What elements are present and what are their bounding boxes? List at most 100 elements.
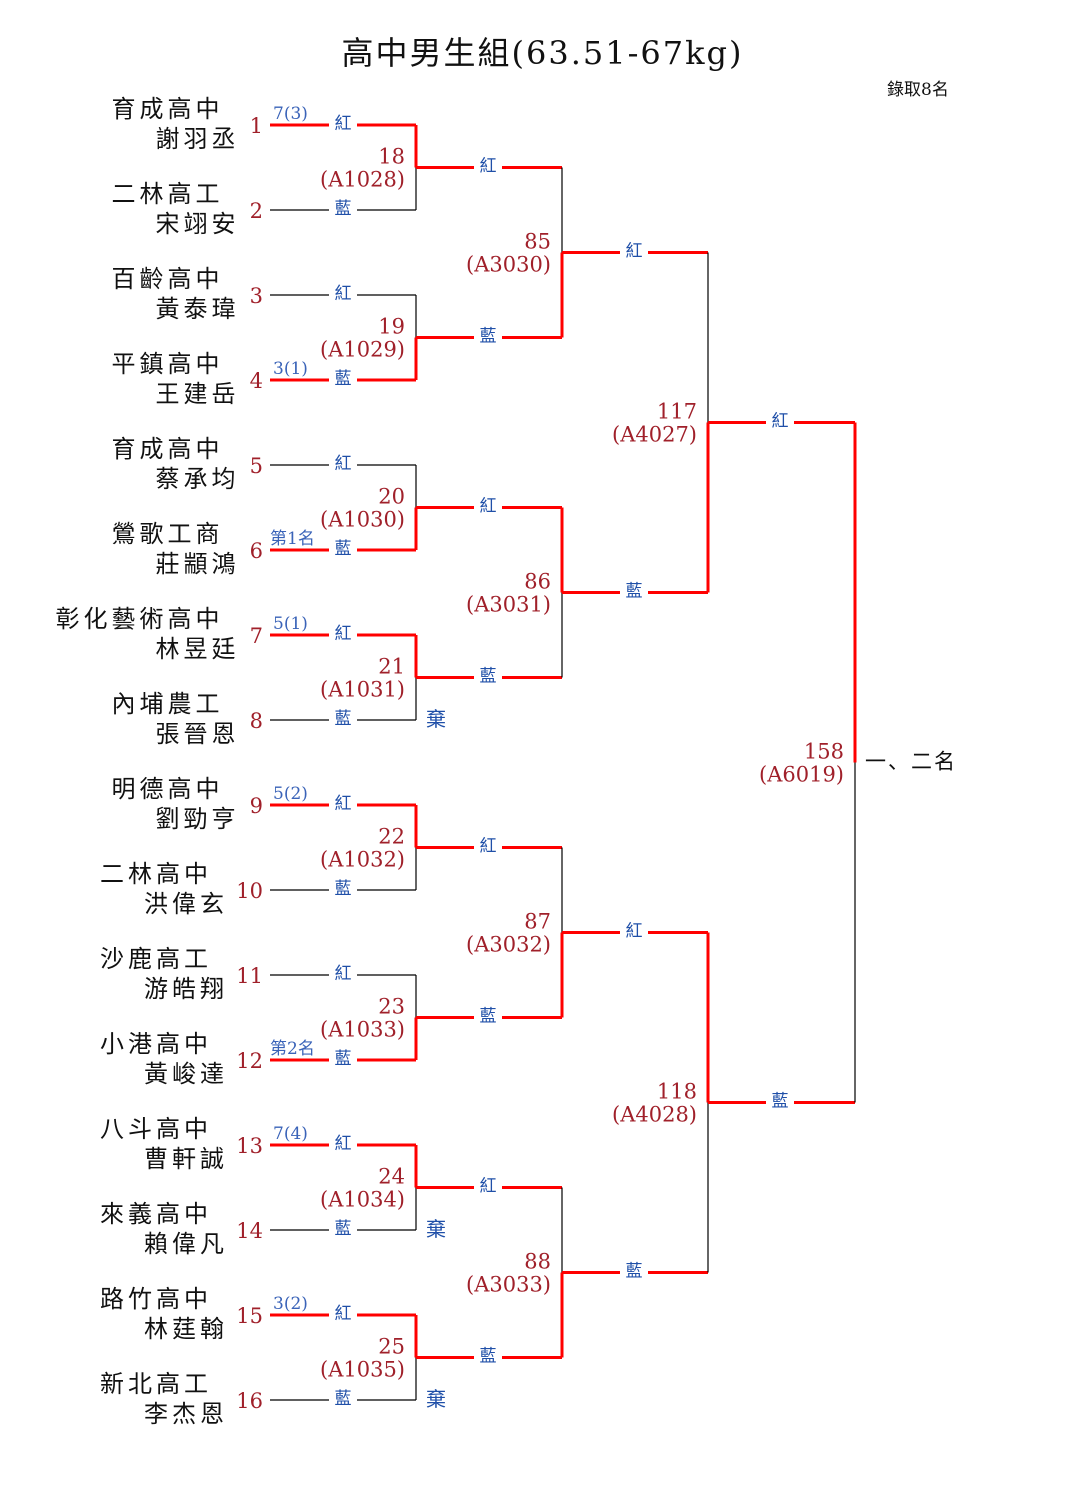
score-label: 3(1) xyxy=(273,359,308,379)
red-corner-label-bg xyxy=(329,452,357,474)
player-name: 曹軒誠 xyxy=(144,1145,228,1173)
seed-number: 6 xyxy=(250,539,263,563)
match-number: 25 xyxy=(378,1335,405,1359)
red-corner-label-bg xyxy=(474,154,502,177)
player-name: 謝羽丞 xyxy=(156,125,240,153)
seed-number: 2 xyxy=(250,199,263,223)
seed-number: 4 xyxy=(250,369,263,393)
player-school: 內埔農工 xyxy=(112,690,224,718)
blue-corner-label: 藍 xyxy=(335,539,352,559)
match-code: (A3033) xyxy=(466,1273,551,1297)
red-corner-label-bg xyxy=(620,239,648,262)
blue-corner-label-bg xyxy=(329,537,357,559)
blue-corner-label: 藍 xyxy=(626,582,643,602)
blue-corner-label: 藍 xyxy=(335,1049,352,1069)
blue-corner-label: 藍 xyxy=(480,1007,497,1027)
red-corner-label: 紅 xyxy=(335,114,352,134)
player-name: 王建岳 xyxy=(156,380,240,408)
blue-corner-label-bg xyxy=(474,1004,502,1027)
red-corner-label: 紅 xyxy=(480,497,497,517)
blue-corner-label: 藍 xyxy=(335,1219,352,1239)
player-school: 平鎮高中 xyxy=(112,350,224,378)
score-label: 第2名 xyxy=(270,1039,315,1059)
seed-number: 1 xyxy=(250,114,263,138)
player-school: 沙鹿高工 xyxy=(100,945,212,973)
seed-number: 10 xyxy=(236,879,263,903)
bracket-title: 高中男生組(63.51-67kg) xyxy=(341,34,744,72)
match-number: 18 xyxy=(378,145,405,169)
match-code: (A1030) xyxy=(320,508,405,532)
forfeit-label: 棄 xyxy=(426,707,446,731)
blue-corner-label-bg xyxy=(329,1387,357,1409)
red-corner-label-bg xyxy=(766,409,794,432)
match-code: (A3032) xyxy=(466,933,551,957)
seed-number: 8 xyxy=(250,709,263,733)
score-label: 第1名 xyxy=(270,529,315,549)
blue-corner-label: 藍 xyxy=(335,369,352,389)
player-school: 育成高中 xyxy=(112,435,224,463)
player-school: 二林高中 xyxy=(100,860,212,888)
blue-corner-label-bg xyxy=(474,1344,502,1367)
match-number: 87 xyxy=(524,910,551,934)
blue-corner-label-bg xyxy=(329,197,357,219)
red-corner-label-bg xyxy=(329,962,357,984)
red-corner-label: 紅 xyxy=(480,157,497,177)
score-label: 7(4) xyxy=(273,1124,308,1144)
red-corner-label: 紅 xyxy=(626,922,643,942)
match-code: (A3030) xyxy=(466,253,551,277)
match-code: (A1029) xyxy=(320,338,405,362)
player-school: 八斗高中 xyxy=(100,1115,212,1143)
player-name: 李杰恩 xyxy=(144,1400,228,1428)
seed-number: 13 xyxy=(236,1134,263,1158)
red-corner-label-bg xyxy=(329,622,357,644)
match-number: 117 xyxy=(657,400,697,424)
red-corner-label: 紅 xyxy=(626,242,643,262)
blue-corner-label: 藍 xyxy=(480,327,497,347)
seed-number: 5 xyxy=(250,454,263,478)
blue-corner-label-bg xyxy=(329,1047,357,1069)
match-number: 85 xyxy=(524,230,551,254)
blue-corner-label-bg xyxy=(474,324,502,347)
player-name: 張晉恩 xyxy=(156,720,240,748)
match-code: (A1033) xyxy=(320,1018,405,1042)
seed-number: 3 xyxy=(250,284,263,308)
match-number: 23 xyxy=(378,995,405,1019)
match-code: (A1035) xyxy=(320,1358,405,1382)
blue-corner-label: 藍 xyxy=(335,879,352,899)
score-label: 7(3) xyxy=(273,104,308,124)
qualifier-note: 錄取8名 xyxy=(887,80,949,100)
match-number: 20 xyxy=(378,485,405,509)
seed-number: 15 xyxy=(236,1304,263,1328)
final-placement-label: 一、二名 xyxy=(865,750,957,774)
player-name: 蔡承均 xyxy=(156,465,240,493)
red-corner-label: 紅 xyxy=(480,837,497,857)
player-school: 百齡高中 xyxy=(112,265,224,293)
red-corner-label-bg xyxy=(329,112,357,134)
red-corner-label-bg xyxy=(329,1302,357,1324)
blue-corner-label: 藍 xyxy=(772,1092,789,1112)
score-label: 3(2) xyxy=(273,1294,308,1314)
score-label: 5(1) xyxy=(273,614,308,634)
player-school: 鶯歌工商 xyxy=(112,520,224,548)
match-code: (A1031) xyxy=(320,678,405,702)
blue-corner-label-bg xyxy=(620,579,648,602)
match-number: 19 xyxy=(378,315,405,339)
match-code: (A1028) xyxy=(320,168,405,192)
player-name: 黃峻達 xyxy=(144,1060,228,1088)
match-code: (A1032) xyxy=(320,848,405,872)
player-name: 洪偉玄 xyxy=(144,890,228,918)
player-school: 育成高中 xyxy=(112,95,224,123)
red-corner-label-bg xyxy=(329,282,357,304)
blue-corner-label-bg xyxy=(474,664,502,687)
red-corner-label-bg xyxy=(620,919,648,942)
player-name: 黃泰瑋 xyxy=(156,295,240,323)
seed-number: 12 xyxy=(236,1049,263,1073)
seed-number: 9 xyxy=(250,794,263,818)
blue-corner-label-bg xyxy=(329,707,357,729)
forfeit-label: 棄 xyxy=(426,1387,446,1411)
score-label: 5(2) xyxy=(273,784,308,804)
blue-corner-label-bg xyxy=(620,1259,648,1282)
player-school: 明德高中 xyxy=(112,775,224,803)
match-number: 21 xyxy=(378,655,405,679)
player-name: 莊顓鴻 xyxy=(156,550,240,578)
